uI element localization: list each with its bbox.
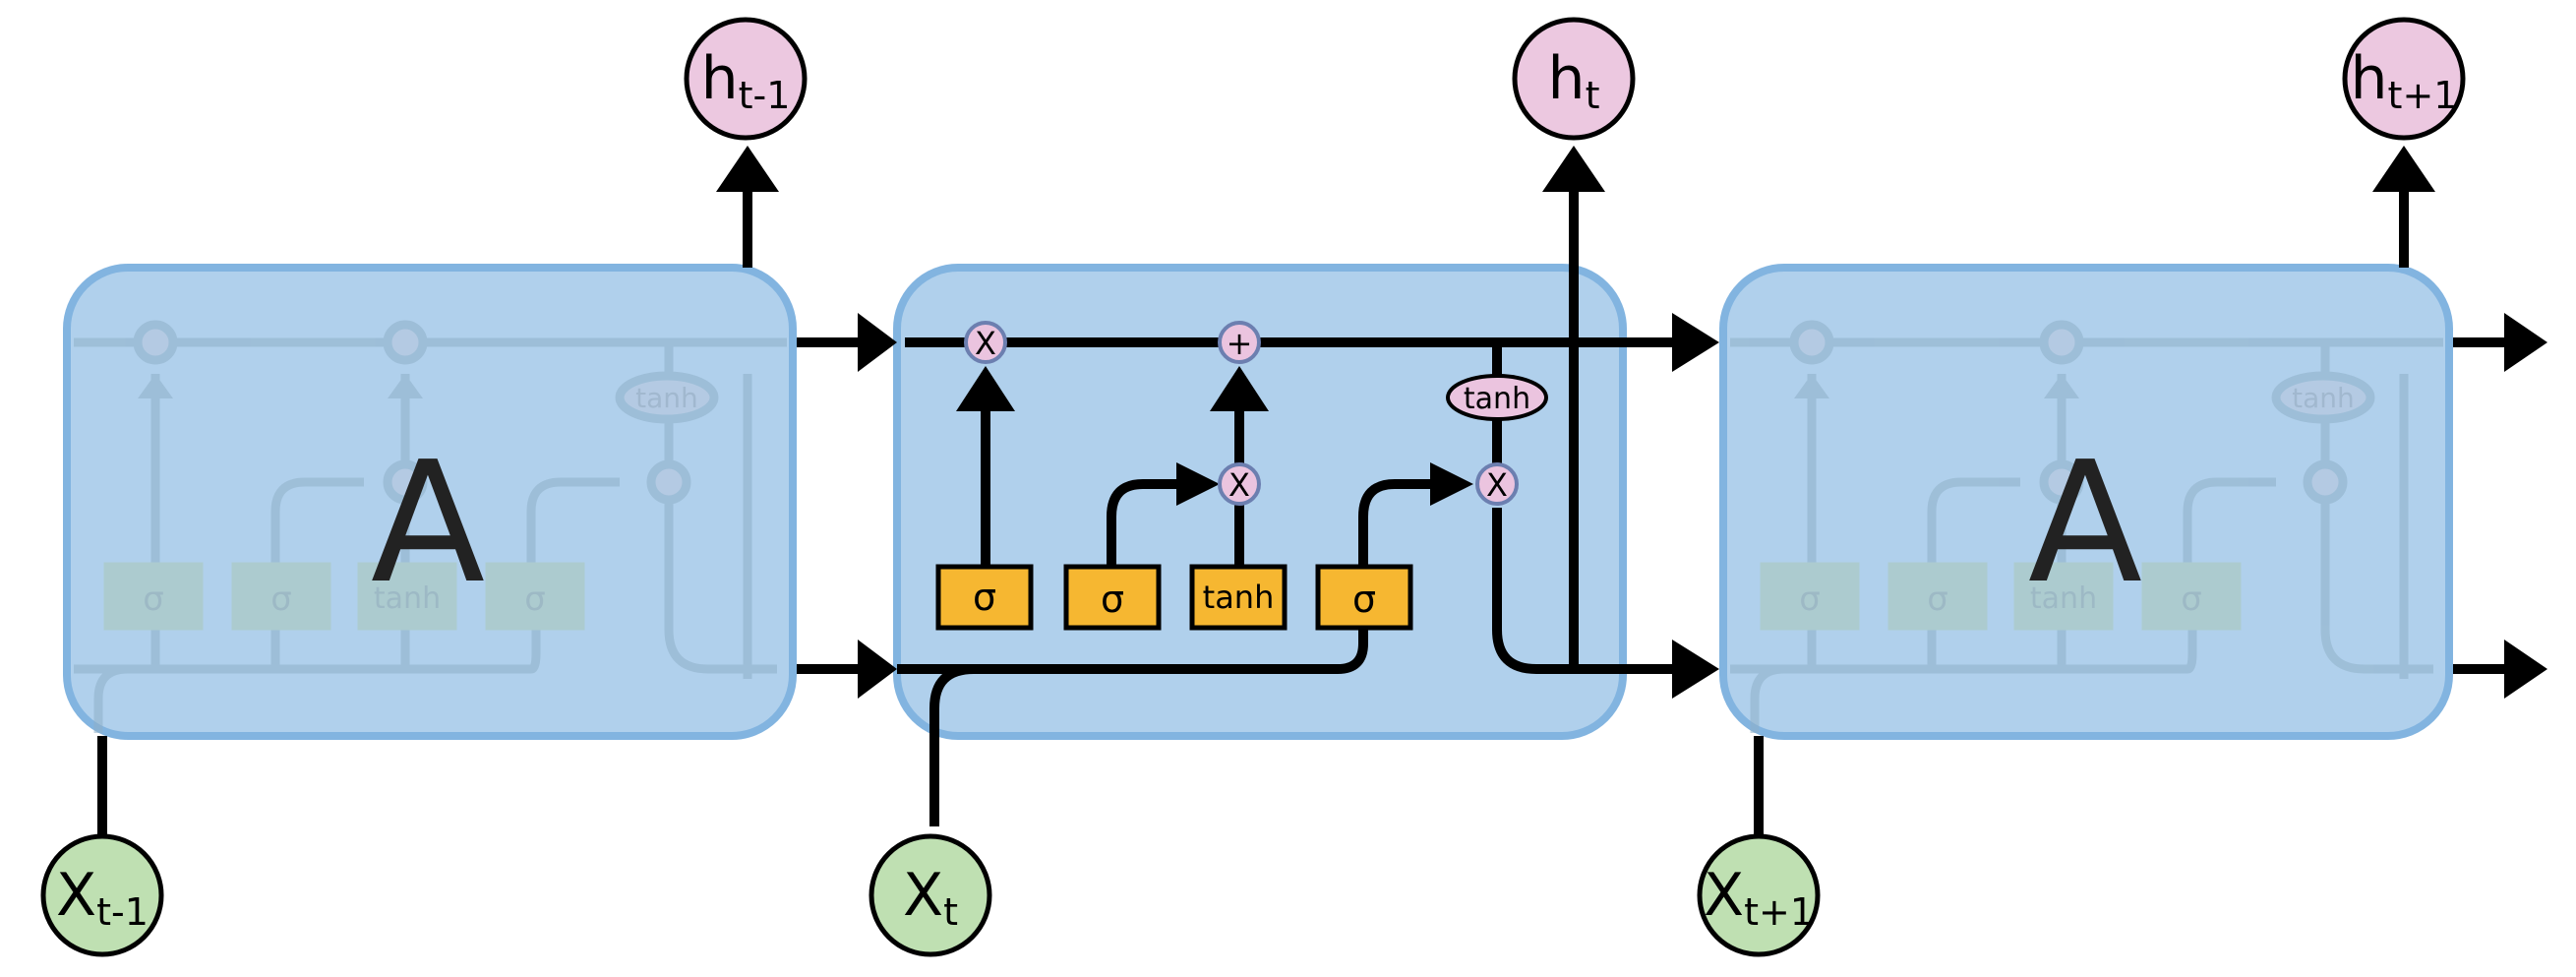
input-gate-line <box>1107 479 1180 576</box>
cell-left: σ σ tanh σ tanh A <box>63 264 797 740</box>
cell-left-internals <box>74 320 787 733</box>
tanh-label: tanh <box>2292 382 2355 414</box>
arrow-icon <box>716 146 779 192</box>
input-node-x-next-label: Xt+1 <box>1704 861 1814 934</box>
candidate-gate <box>1189 564 1288 631</box>
cell-right-internals <box>1730 320 2443 733</box>
output-node-h-prev <box>684 17 808 141</box>
connections <box>97 187 2504 834</box>
arrow-icon <box>1672 640 1719 699</box>
gate-label: σ <box>524 580 546 619</box>
input-nodes: Xt-1 Xt Xt+1 <box>40 833 1821 957</box>
input-node-x-t-label: Xt <box>903 861 958 934</box>
input-gate-label: σ <box>1101 578 1124 621</box>
hidden-input-line <box>897 576 1368 674</box>
input-node-x-next <box>1697 833 1821 957</box>
gate-label: tanh <box>2030 581 2097 616</box>
arrow-icon <box>956 366 1015 411</box>
tanh-label: tanh <box>635 382 698 414</box>
output-node-h-next <box>2342 17 2466 141</box>
input-node-x-t <box>869 833 992 957</box>
gate-label: σ <box>1799 580 1821 619</box>
multiply-node-output <box>1475 462 1519 506</box>
multiply-label: X <box>1228 466 1250 504</box>
output-node-h-t <box>1512 17 1636 141</box>
arrow-icon <box>1672 313 1719 372</box>
multiply-label: X <box>1486 466 1508 504</box>
arrow-icon <box>1176 462 1220 506</box>
hidden-output-line <box>1492 508 1672 674</box>
pointwise-ops: X + X X tanh <box>964 321 1548 506</box>
arrow-icon <box>1210 366 1269 411</box>
gate-label: σ <box>1927 580 1948 619</box>
output-gate <box>1315 564 1413 631</box>
output-gate-line <box>1358 479 1436 576</box>
candidate-gate-label: tanh <box>1203 579 1275 616</box>
input-node-x-prev-label: Xt-1 <box>56 861 149 934</box>
gates: σ σ tanh σ <box>935 564 1413 631</box>
input-node-x-prev <box>40 833 164 957</box>
gate-label: σ <box>2181 580 2202 619</box>
arrow-icon <box>1430 462 1473 506</box>
multiply-node-forget <box>964 321 1007 364</box>
tanh-node <box>1446 374 1548 421</box>
cell-left-ghost-labels: σ σ tanh σ tanh <box>143 382 698 619</box>
cell-right-ghost-labels: σ σ tanh σ tanh <box>1799 382 2355 619</box>
input-gate <box>1063 564 1162 631</box>
gate-label: σ <box>143 580 164 619</box>
output-node-h-t-label: ht <box>1548 44 1600 117</box>
arrow-icon <box>858 640 897 699</box>
gate-label: tanh <box>374 581 441 616</box>
add-label: + <box>1227 325 1253 362</box>
arrow-icon <box>2372 146 2435 192</box>
output-node-h-prev-label: ht-1 <box>701 44 791 117</box>
input-line-middle <box>929 664 975 824</box>
forget-gate-label: σ <box>973 576 996 619</box>
output-gate-label: σ <box>1352 578 1376 621</box>
cell-right-label: A <box>2028 426 2142 621</box>
cell-left-label: A <box>371 426 485 621</box>
arrow-icon <box>2504 313 2547 372</box>
arrow-icon <box>2504 640 2547 699</box>
cell-right: σ σ tanh σ tanh A <box>1719 264 2453 740</box>
arrowheads <box>716 146 2547 699</box>
arrow-icon <box>858 313 897 372</box>
arrow-icon <box>1542 146 1605 192</box>
gate-label: σ <box>270 580 292 619</box>
multiply-node-input <box>1218 462 1261 506</box>
forget-gate <box>935 564 1034 631</box>
multiply-label: X <box>975 325 996 362</box>
add-node <box>1218 321 1261 364</box>
output-node-h-next-label: ht+1 <box>2351 44 2458 117</box>
output-nodes: ht-1 ht ht+1 <box>684 17 2466 141</box>
tanh-label: tanh <box>1464 382 1530 416</box>
